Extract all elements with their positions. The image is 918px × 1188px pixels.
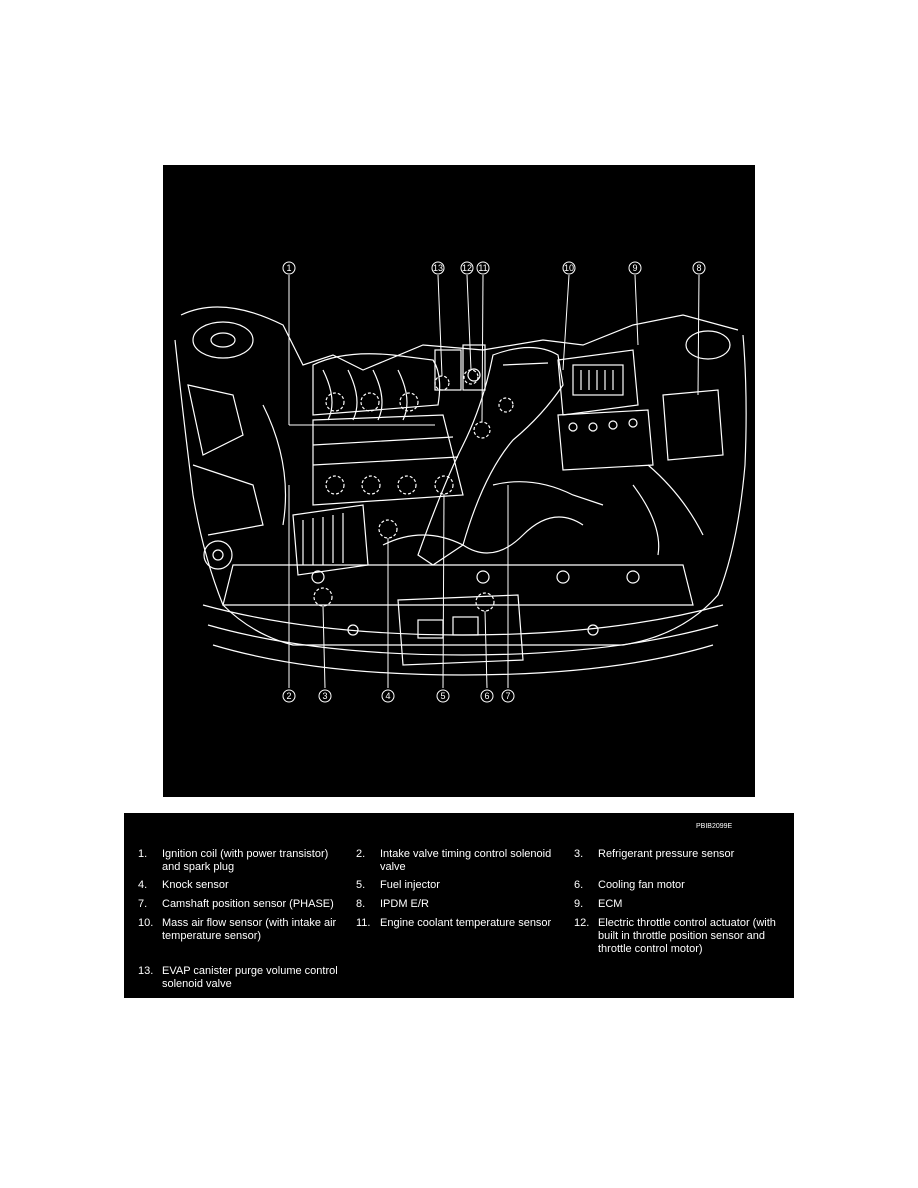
callout-9: 9 <box>632 263 637 273</box>
legend-text: Camshaft position sensor (PHASE) <box>162 898 334 910</box>
callout-4: 4 <box>385 691 390 701</box>
legend-item-12: 12. Electric throttle control actuator (… <box>574 917 784 956</box>
callout-12: 12 <box>462 263 472 273</box>
callout-6: 6 <box>484 691 489 701</box>
legend-number: 4. <box>138 879 148 891</box>
legend-text: Refrigerant pressure sensor <box>598 848 735 860</box>
legend-text: ECM <box>598 898 623 910</box>
legend-text: Fuel injector <box>380 879 440 891</box>
legend-item-8: 8. IPDM E/R <box>356 898 566 911</box>
legend-text: Mass air flow sensor (with intake air te… <box>162 917 337 942</box>
legend-item-2: 2. Intake valve timing control solenoid … <box>356 848 566 874</box>
legend-number: 10. <box>138 917 154 929</box>
legend-text: Engine coolant temperature sensor <box>380 917 552 929</box>
callout-10: 10 <box>564 263 574 273</box>
legend-item-5: 5. Fuel injector <box>356 879 566 892</box>
legend-item-10: 10. Mass air flow sensor (with intake ai… <box>138 917 348 943</box>
engine-drawing: 1 13 12 11 10 9 8 2 3 4 5 6 <box>174 261 747 703</box>
legend-text: Intake valve timing control solenoid val… <box>380 848 552 873</box>
legend-number: 8. <box>356 898 366 910</box>
legend-number: 3. <box>574 848 584 860</box>
legend-number: 5. <box>356 879 366 891</box>
legend-number: 12. <box>574 917 590 929</box>
callout-3: 3 <box>322 691 327 701</box>
legend-number: 13. <box>138 965 154 977</box>
callout-1: 1 <box>286 263 291 273</box>
legend-number: 7. <box>138 898 148 910</box>
callouts-bottom: 2 3 4 5 6 7 <box>282 689 515 703</box>
callout-11: 11 <box>478 263 487 273</box>
callout-13: 13 <box>433 263 443 273</box>
legend-number: 2. <box>356 848 366 860</box>
legend-item-1: 1. Ignition coil (with power transistor)… <box>138 848 348 874</box>
legend-item-3: 3. Refrigerant pressure sensor <box>574 848 784 861</box>
callout-8: 8 <box>696 263 701 273</box>
figure-code: PBIB2099E <box>696 823 733 830</box>
legend-text: Ignition coil (with power transistor) an… <box>162 848 329 873</box>
component-legend: PBIB2099E 1. Ignition coil (with power t… <box>124 813 794 998</box>
legend-number: 1. <box>138 848 148 860</box>
legend-text: Cooling fan motor <box>598 879 685 891</box>
legend-item-6: 6. Cooling fan motor <box>574 879 784 892</box>
legend-item-4: 4. Knock sensor <box>138 879 348 892</box>
legend-item-9: 9. ECM <box>574 898 784 911</box>
legend-text: Knock sensor <box>162 879 229 891</box>
callout-5: 5 <box>440 691 445 701</box>
legend-text: IPDM E/R <box>380 898 429 910</box>
callout-7: 7 <box>505 691 510 701</box>
legend-number: 6. <box>574 879 584 891</box>
legend-text: EVAP canister purge volume control solen… <box>162 965 338 990</box>
legend-item-7: 7. Camshaft position sensor (PHASE) <box>138 898 348 911</box>
callouts-top: 1 13 12 11 10 9 8 <box>282 261 706 275</box>
legend-number: 11. <box>356 917 371 929</box>
callout-2: 2 <box>286 691 291 701</box>
engine-compartment-diagram: 1 13 12 11 10 9 8 2 3 4 5 6 <box>163 165 755 797</box>
legend-item-13: 13. EVAP canister purge volume control s… <box>138 965 348 991</box>
legend-number: 9. <box>574 898 584 910</box>
legend-item-11: 11. Engine coolant temperature sensor <box>356 917 566 930</box>
legend-text: Electric throttle control actuator (with… <box>598 917 776 955</box>
